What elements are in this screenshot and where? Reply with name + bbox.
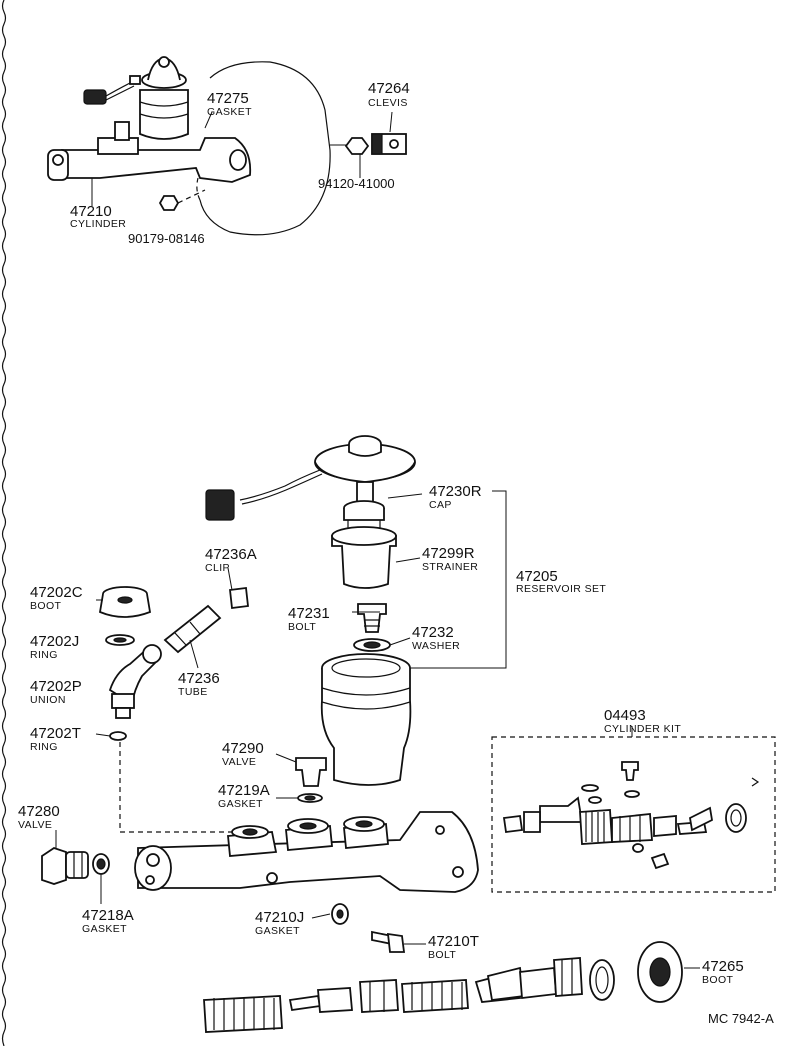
label-47218A-name: GASKET	[82, 923, 127, 935]
label-47280-num: 47280	[18, 803, 60, 820]
label-04493-name: CYLINDER KIT	[604, 723, 681, 735]
label-47275-name: GASKET	[207, 106, 252, 118]
label-47202J-name: RING	[30, 649, 58, 661]
labels: 47275 GASKET 47264 CLEVIS 94120-41000 47…	[18, 80, 774, 1026]
label-47230R-num: 47230R	[429, 483, 482, 500]
figure-code: MC 7942-A	[708, 1011, 774, 1026]
label-47218A-num: 47218A	[82, 907, 134, 924]
label-47264-name: CLEVIS	[368, 97, 408, 109]
label-47236-num: 47236	[178, 670, 220, 687]
label-47236A-name: CLIP	[205, 562, 230, 574]
label-47202C-num: 47202C	[30, 584, 83, 601]
label-47210T-name: BOLT	[428, 949, 456, 961]
label-47202C-name: BOOT	[30, 600, 62, 612]
label-47290-name: VALVE	[222, 756, 256, 768]
label-47202P-name: UNION	[30, 694, 66, 706]
label-47202T-num: 47202T	[30, 725, 81, 742]
label-47236A-num: 47236A	[205, 546, 257, 563]
label-47210-num: 47210	[70, 203, 112, 220]
label-47202J-num: 47202J	[30, 633, 79, 650]
label-90179-08146: 90179-08146	[128, 231, 205, 246]
label-47202T-name: RING	[30, 741, 58, 753]
label-47232-num: 47232	[412, 624, 454, 641]
label-47265-num: 47265	[702, 958, 744, 975]
label-47232-name: WASHER	[412, 640, 460, 652]
page-edge	[1, 0, 7, 1046]
label-47210T-num: 47210T	[428, 933, 479, 950]
reservoir-assembly	[205, 435, 507, 786]
label-47205-num: 47205	[516, 568, 558, 585]
top-assembly	[47, 56, 407, 236]
label-47210J-num: 47210J	[255, 909, 304, 926]
label-47202P-num: 47202P	[30, 678, 82, 695]
label-47280-name: VALVE	[18, 819, 52, 831]
label-47236-name: TUBE	[178, 686, 208, 698]
label-47210J-name: GASKET	[255, 925, 300, 937]
cylinder-body	[134, 753, 479, 953]
label-94120-41000: 94120-41000	[318, 176, 395, 191]
label-47219A-name: GASKET	[218, 798, 263, 810]
label-47231-num: 47231	[288, 605, 330, 622]
label-47219A-num: 47219A	[218, 782, 270, 799]
label-47299R-name: STRAINER	[422, 561, 478, 573]
label-47230R-name: CAP	[429, 499, 452, 511]
cylinder-kit	[491, 726, 776, 893]
label-47231-name: BOLT	[288, 621, 316, 633]
label-47265-name: BOOT	[702, 974, 734, 986]
label-47299R-num: 47299R	[422, 545, 475, 562]
label-47264-num: 47264	[368, 80, 410, 97]
label-47290-num: 47290	[222, 740, 264, 757]
label-47210-name: CYLINDER	[70, 218, 126, 230]
bottom-row	[203, 941, 700, 1033]
label-47205-name: RESERVOIR SET	[516, 583, 606, 595]
label-04493-num: 04493	[604, 707, 646, 724]
label-47275-num: 47275	[207, 90, 249, 107]
left-parts	[41, 567, 250, 904]
